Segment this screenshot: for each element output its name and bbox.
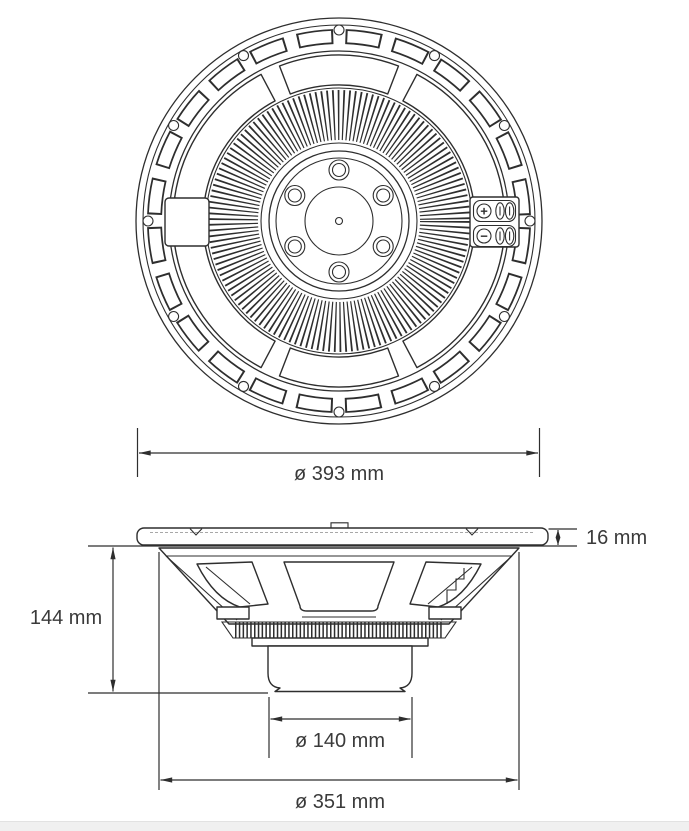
hub-bolt-holes — [284, 159, 394, 283]
basket-profile — [158, 547, 520, 639]
terminal-minus-icon: − — [480, 229, 488, 244]
page-footer-bar — [0, 821, 689, 831]
terminal-clips — [495, 202, 515, 245]
terminal-minus-screw — [476, 228, 492, 244]
flange-thickness-label: 16 mm — [586, 527, 647, 549]
cooling-fins — [205, 87, 473, 355]
dimension-overall-diameter: ø 393 mm — [136, 428, 541, 485]
overall-diameter-label: ø 393 mm — [294, 463, 384, 485]
gasket-flange — [136, 522, 549, 546]
dimension-depth: 144 mm — [30, 547, 268, 694]
back-plate — [251, 637, 429, 647]
side-view-drawing: 144 mm 16 mm ø 140 mm ø 351 mm — [30, 522, 647, 813]
frame-diameter-label: ø 351 mm — [295, 791, 385, 813]
top-view-drawing: + − ø 393 mm — [135, 17, 543, 485]
pole-piece — [304, 186, 374, 256]
dimension-flange-thickness: 16 mm — [555, 527, 647, 549]
terminal-plus-screw — [476, 203, 492, 219]
side-basket-windows — [196, 561, 482, 620]
dimension-frame-diameter: ø 351 mm — [158, 552, 520, 813]
side-cooling-fins — [220, 621, 458, 639]
terminal-block: + − — [469, 196, 520, 248]
magnet-hub — [268, 150, 410, 292]
basket-windows — [173, 54, 505, 388]
terminal-plus-icon: + — [480, 204, 488, 219]
magnet-profile — [267, 645, 413, 693]
dimension-magnet-diameter: ø 140 mm — [268, 697, 413, 758]
magnet-diameter-label: ø 140 mm — [295, 730, 385, 752]
frame-outer-edge — [135, 17, 543, 425]
label-plate — [164, 197, 210, 247]
depth-label: 144 mm — [30, 607, 102, 629]
center-vent-hole — [334, 216, 344, 226]
mounting-holes — [142, 24, 536, 418]
